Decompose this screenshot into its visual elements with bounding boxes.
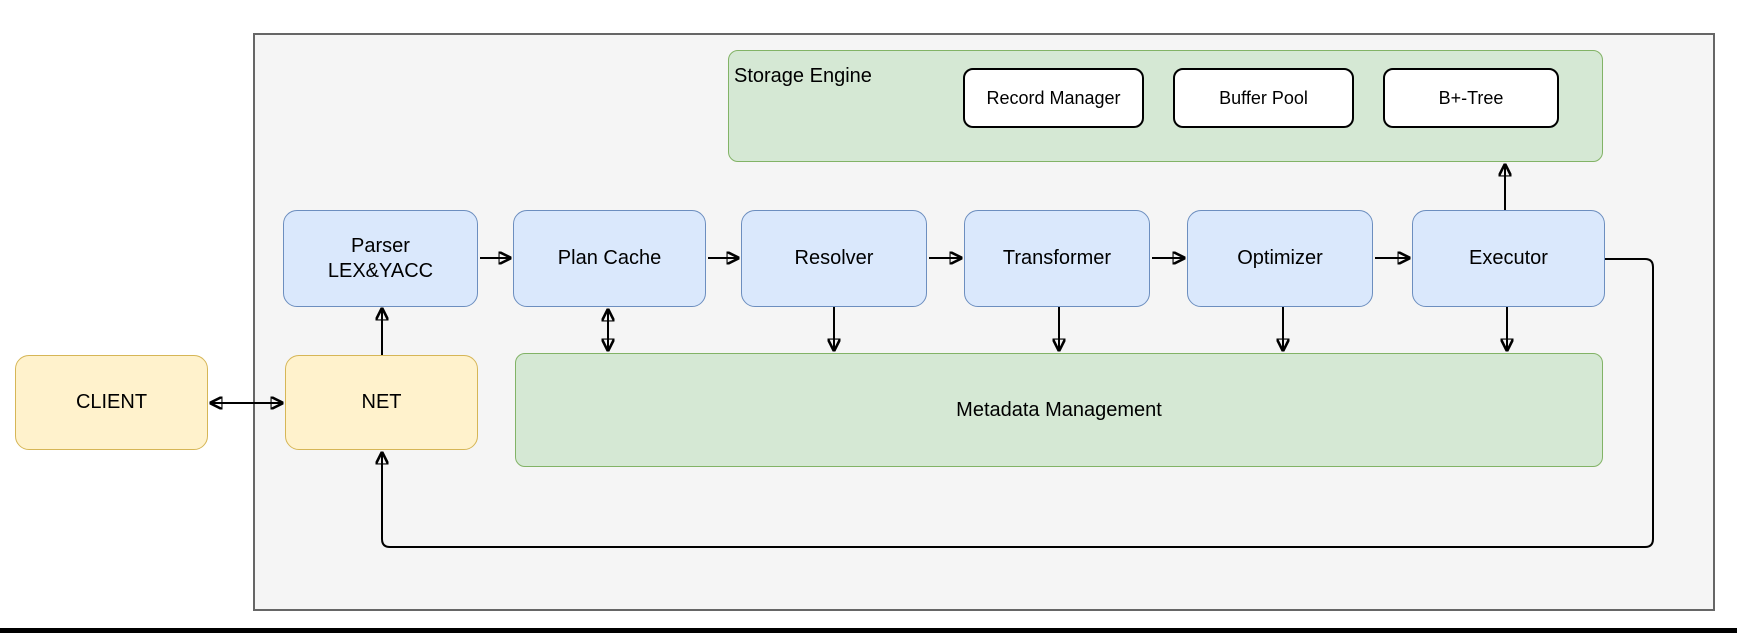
bptree-node: B+-Tree <box>1383 68 1559 128</box>
net-label: NET <box>361 391 402 413</box>
executor-label: Executor <box>1469 247 1548 269</box>
parser-node: Parser LEX&YACC <box>283 210 478 307</box>
storage-engine-label: Storage Engine <box>734 65 872 87</box>
client-label: CLIENT <box>75 391 148 413</box>
optimizer-node: Optimizer <box>1187 210 1373 307</box>
metadata-management-group: Metadata Management <box>515 353 1603 467</box>
record-manager-node: Record Manager <box>963 68 1144 128</box>
record-manager-label: Record Manager <box>986 87 1121 108</box>
bottom-window-edge <box>0 628 1737 633</box>
plan-cache-label: Plan Cache <box>557 247 662 269</box>
resolver-label: Resolver <box>794 247 874 269</box>
metadata-management-label: Metadata Management <box>956 398 1162 421</box>
buffer-pool-node: Buffer Pool <box>1173 68 1354 128</box>
resolver-node: Resolver <box>741 210 927 307</box>
buffer-pool-label: Buffer Pool <box>1219 87 1308 108</box>
plan-cache-node: Plan Cache <box>513 210 706 307</box>
executor-node: Executor <box>1412 210 1605 307</box>
net-node: NET <box>285 355 478 450</box>
parser-label-line2: LEX&YACC <box>327 259 434 282</box>
transformer-node: Transformer <box>964 210 1150 307</box>
bptree-label: B+-Tree <box>1438 87 1504 108</box>
storage-engine-group: Storage Engine Record Manager Buffer Poo… <box>728 50 1603 162</box>
transformer-label: Transformer <box>1002 247 1112 269</box>
client-node: CLIENT <box>15 355 208 450</box>
optimizer-label: Optimizer <box>1237 247 1323 269</box>
parser-label-line1: Parser <box>351 234 410 257</box>
